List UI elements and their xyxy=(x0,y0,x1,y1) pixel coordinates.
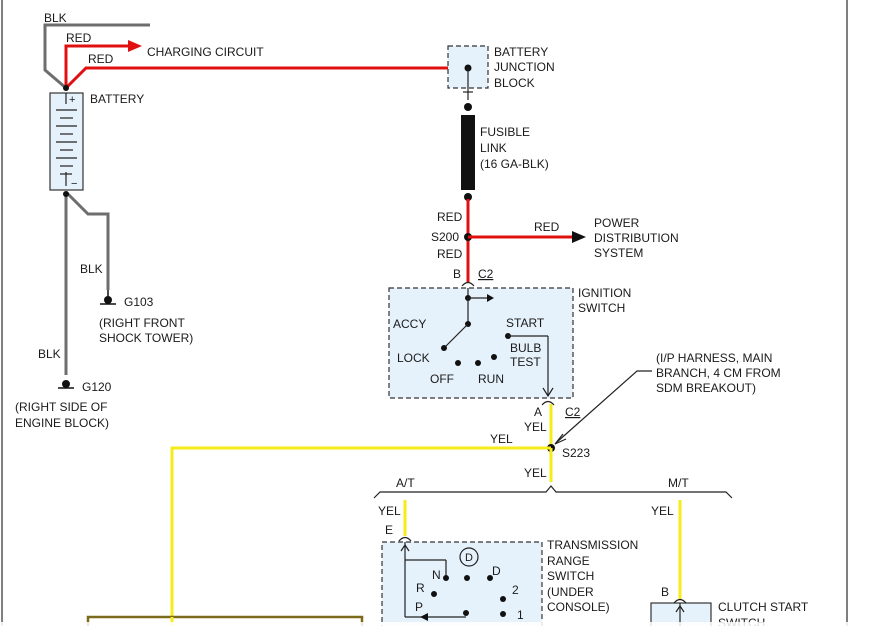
ignition-switch-label-2: SWITCH xyxy=(578,301,625,315)
trs-pin-label: E xyxy=(385,523,393,537)
s223-note-1: (I/P HARNESS, MAIN xyxy=(656,351,772,365)
trs-r-label: R xyxy=(416,581,425,595)
blk-g103-wire xyxy=(64,190,110,290)
yel-mt-label: YEL xyxy=(651,504,674,518)
ign-start-label: START xyxy=(506,316,545,330)
trs-label-3: SWITCH xyxy=(547,569,594,583)
trs-label-4: (UNDER xyxy=(547,585,594,599)
yel-below-s223-label: YEL xyxy=(524,466,547,480)
yel-at-label: YEL xyxy=(378,504,401,518)
pds-arrow xyxy=(572,231,586,243)
trs-d-label: D xyxy=(492,564,501,578)
blk-top-wire xyxy=(43,23,150,90)
trs-label-1: TRANSMISSION xyxy=(547,538,638,552)
g103-name: G103 xyxy=(124,295,154,309)
transmission-range-switch xyxy=(381,541,543,626)
ign-test-label: TEST xyxy=(510,355,541,369)
battery-junction-label-1: BATTERY xyxy=(494,45,548,59)
pds-label-3: SYSTEM xyxy=(594,246,643,260)
pds-label-2: DISTRIBUTION xyxy=(594,231,679,245)
clutch-switch-label-2: SWITCH xyxy=(718,616,765,626)
svg-text:+: + xyxy=(69,94,75,106)
red-below-s200-label: RED xyxy=(437,247,463,261)
pds-label-1: POWER xyxy=(594,216,640,230)
s223-note-2: BRANCH, 4 CM FROM xyxy=(656,366,781,380)
ignition-switch-label-1: IGNITION xyxy=(578,286,631,300)
battery-positive-node xyxy=(63,85,69,91)
battery-label: BATTERY xyxy=(90,92,144,106)
trs-label-5: CONSOLE) xyxy=(547,600,610,614)
s223-note-3: SDM BREAKOUT) xyxy=(656,381,756,395)
red-charging-label: RED xyxy=(66,31,92,45)
at-branch-label: A/T xyxy=(396,476,415,490)
ign-lock-label: LOCK xyxy=(397,351,430,365)
s223-label: S223 xyxy=(562,446,590,460)
clutch-switch-label-1: CLUTCH START xyxy=(718,600,809,614)
yel-left-wire xyxy=(170,446,551,626)
blk-g120-label: BLK xyxy=(38,347,61,361)
battery-junction-label-3: BLOCK xyxy=(494,76,535,90)
g120-ground-icon xyxy=(58,380,74,389)
trs-1-label: 1 xyxy=(517,608,524,622)
mt-branch-label: M/T xyxy=(668,476,689,490)
yel-below-ign-label: YEL xyxy=(524,420,547,434)
battery-negative-node xyxy=(63,191,69,197)
g103-ground-icon xyxy=(100,290,116,305)
trs-2-label: 2 xyxy=(512,583,519,597)
g120-desc-1: (RIGHT SIDE OF xyxy=(15,400,107,414)
yel-left-label: YEL xyxy=(490,432,513,446)
g103-desc-2: SHOCK TOWER) xyxy=(99,331,193,345)
ign-off-label: OFF xyxy=(430,372,454,386)
g120-name: G120 xyxy=(82,380,112,394)
trs-internals xyxy=(400,542,506,621)
fusible-link-label-3: (16 GA-BLK) xyxy=(480,157,549,171)
g103-desc-1: (RIGHT FRONT xyxy=(99,316,185,330)
ign-in-pin-label: B xyxy=(453,267,461,281)
fusible-link xyxy=(461,115,475,190)
trs-n-label: N xyxy=(432,568,441,582)
trs-p-label: P xyxy=(415,600,423,614)
s200-label: S200 xyxy=(431,230,459,244)
fusible-link-label-1: FUSIBLE xyxy=(480,125,530,139)
battery-junction-label-2: JUNCTION xyxy=(494,60,555,74)
red-battery-label: RED xyxy=(88,52,114,66)
charging-circuit-label: CHARGING CIRCUIT xyxy=(147,45,264,59)
clutch-pin-label: B xyxy=(661,585,669,599)
ign-out-conn-label: C2 xyxy=(565,405,581,419)
trs-label-2: RANGE xyxy=(547,554,590,568)
lower-module-box xyxy=(86,615,364,626)
red-pds-label: RED xyxy=(534,220,560,234)
red-battery-wire xyxy=(64,66,468,90)
ign-accy-label: ACCY xyxy=(393,317,426,331)
red-charging-wire xyxy=(64,44,128,88)
battery: + − xyxy=(49,92,84,191)
svg-text:−: − xyxy=(71,178,77,190)
trs-d-circle-label: D xyxy=(465,552,473,564)
bottom-fade xyxy=(0,622,881,626)
charging-arrow xyxy=(128,40,142,52)
ign-run-label: RUN xyxy=(478,372,504,386)
ignition-switch xyxy=(388,287,574,399)
transmission-branch-brace xyxy=(373,485,733,499)
blk-top-label: BLK xyxy=(44,11,67,25)
ignition-switch-internals xyxy=(441,288,554,398)
red-above-s200-label: RED xyxy=(437,210,463,224)
ign-in-conn-label: C2 xyxy=(478,267,494,281)
g120-desc-2: ENGINE BLOCK) xyxy=(15,416,109,430)
s223-note-leader xyxy=(556,370,652,443)
ign-out-pin-label: A xyxy=(534,405,542,419)
ign-bulb-label: BULB xyxy=(510,341,541,355)
blk-g103-label: BLK xyxy=(80,262,103,276)
fusible-link-label-2: LINK xyxy=(480,141,507,155)
